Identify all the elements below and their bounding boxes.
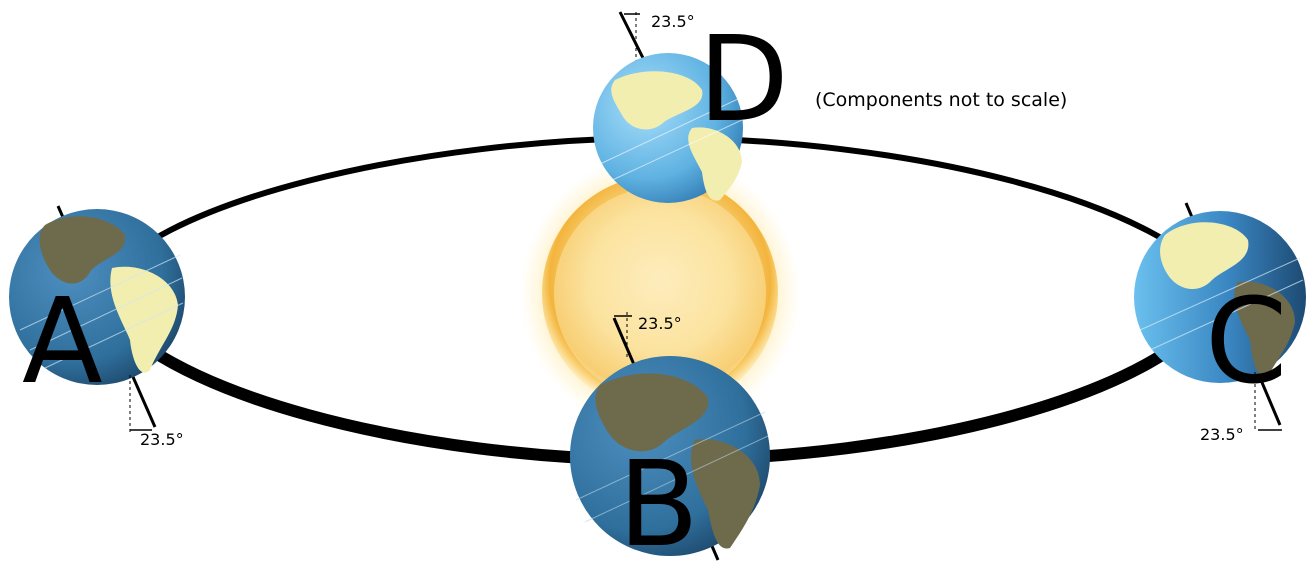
earth-d-group: D 23.5°	[593, 10, 789, 203]
tilt-label-d: 23.5°	[651, 12, 695, 31]
earth-b-group: B 23.5°	[570, 312, 770, 562]
continent-icon	[690, 439, 760, 549]
sun-icon	[520, 153, 800, 433]
earth-a-group: A 23.5°	[9, 205, 185, 449]
continent-icon	[595, 373, 709, 452]
label-c: C	[1205, 272, 1287, 410]
continent-icon	[110, 266, 178, 373]
continent-icon	[1160, 222, 1249, 290]
label-a: A	[22, 272, 103, 410]
scale-note: (Components not to scale)	[815, 89, 1067, 111]
label-b: B	[618, 435, 699, 562]
continent-icon	[611, 71, 703, 130]
continent-icon	[688, 127, 742, 201]
tilt-label-a: 23.5°	[140, 430, 184, 449]
tilt-label-b: 23.5°	[638, 314, 682, 333]
label-d: D	[698, 10, 789, 148]
earth-c-group: C 23.5°	[1134, 202, 1306, 444]
continent-icon	[39, 216, 126, 284]
tilt-label-c: 23.5°	[1200, 425, 1244, 444]
continent-icon	[1234, 281, 1295, 377]
